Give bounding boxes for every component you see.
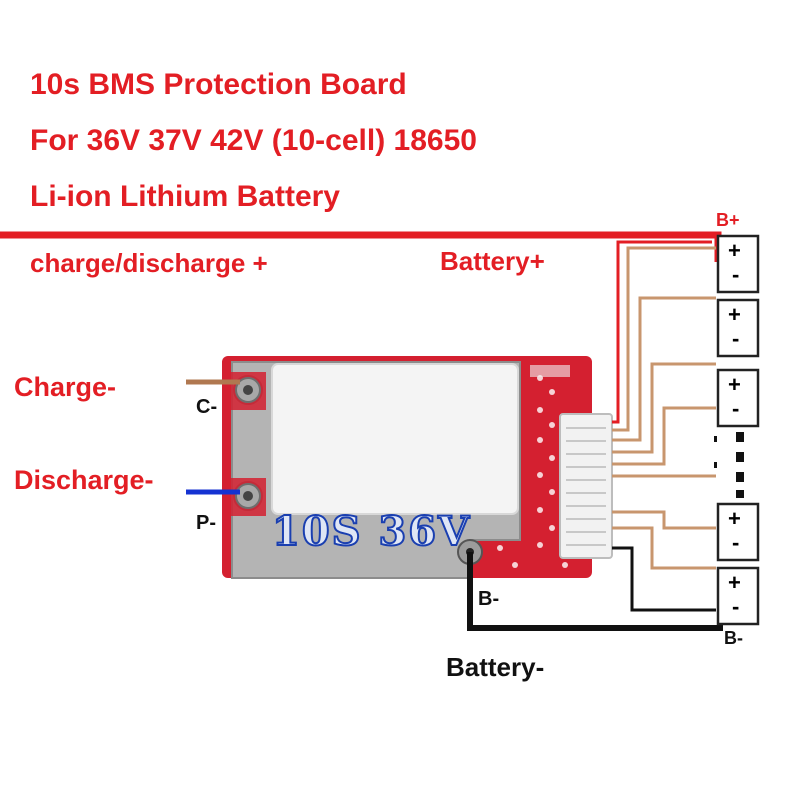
pad-p-label: P- [196,512,216,534]
cell-10-plus: + [728,570,741,595]
cell-ellipsis [736,432,744,498]
cell-1-plus: + [728,238,741,263]
cell-10 [716,566,760,626]
title-line-3: Li-ion Lithium Battery [30,180,340,213]
b-plus-label: B+ [716,210,740,230]
cell-9-plus: + [728,506,741,531]
pad-b-label: B- [478,588,500,610]
cell-3-minus: - [732,396,740,421]
balance-red-wire [612,240,712,424]
cell-2-minus: - [732,326,740,351]
title-line-2: For 36V 37V 42V (10-cell) 18650 [30,124,477,157]
balance-wires [612,246,716,570]
cell-1 [716,234,760,294]
cell-9 [716,502,760,562]
charge-minus-label: Charge- [14,372,117,402]
battery-minus-label: Battery- [446,652,545,682]
board-marking: 10S 36V [271,507,472,556]
title-line-1: 10s BMS Protection Board [30,68,407,101]
cell-1-minus: - [732,262,740,287]
cell-9-minus: - [732,530,740,555]
cell-3 [716,368,760,428]
balance-connector [559,413,613,559]
battery-cells [716,234,760,626]
balance-black-wire [612,546,716,612]
left-ellipsis [714,436,717,468]
b-minus-cell-label: B- [724,628,743,648]
cell-2 [716,298,760,358]
pad-c-label: C- [196,396,218,418]
cell-2-plus: + [728,302,741,327]
cell-10-minus: - [732,594,740,619]
charge-discharge-plus-label: charge/discharge + [30,248,268,278]
label-sticker [271,363,519,515]
battery-plus-label: Battery+ [440,246,545,276]
cell-3-plus: + [728,372,741,397]
discharge-minus-label: Discharge- [14,465,154,495]
bms-board [222,356,613,579]
